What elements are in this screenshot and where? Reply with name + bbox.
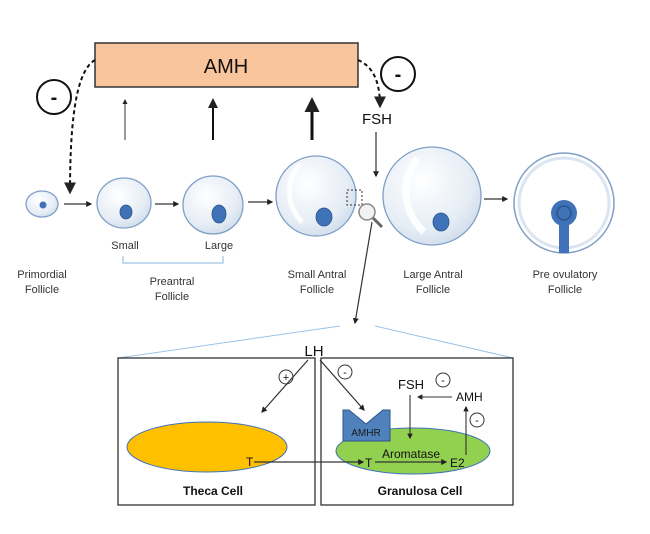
inhibit-right-sign: - xyxy=(395,64,402,86)
aromatase-label: Aromatase xyxy=(382,447,440,461)
pre-ovulatory-follicle xyxy=(513,152,615,254)
amh-to-fsh-dashed-arrow xyxy=(357,59,386,109)
stage-label-preantral: Preantral Follicle xyxy=(150,276,195,303)
svg-text:Small Antral: Small Antral xyxy=(288,269,347,281)
svg-text:Follicle: Follicle xyxy=(548,284,582,296)
theca-t-label: T xyxy=(246,455,254,469)
inset-panel: LH + - T Theca Cell AMHR FSH AMH - - T xyxy=(117,325,514,506)
inhibit-left-sign: - xyxy=(51,87,58,109)
lh-minus-sign: - xyxy=(343,367,347,379)
amhr-receptor xyxy=(342,409,391,442)
e2-label: E2 xyxy=(450,456,465,470)
fsh-top-label: FSH xyxy=(362,111,392,128)
large-label: Large xyxy=(205,240,233,252)
small-label: Small xyxy=(111,240,139,252)
amh-box-label: AMH xyxy=(204,56,248,78)
amhr-label: AMHR xyxy=(351,428,380,439)
lh-to-amhr-arrow xyxy=(319,359,365,411)
svg-text:Follicle: Follicle xyxy=(155,291,189,303)
stage-label-small-antral: Small Antral Follicle xyxy=(288,269,347,296)
granulosa-fsh-label: FSH xyxy=(398,377,424,392)
preantral-bracket xyxy=(122,256,224,264)
amh-box: AMH xyxy=(94,42,359,88)
granulosa-amh-label: AMH xyxy=(456,390,483,404)
granulosa-t-label: T xyxy=(365,456,373,470)
fsh-minus-sign: - xyxy=(441,375,445,387)
theca-cell-title: Theca Cell xyxy=(183,484,243,498)
amh-to-primordial-dashed-arrow xyxy=(64,59,96,195)
primordial-follicle xyxy=(25,190,59,218)
svg-text:Follicle: Follicle xyxy=(300,284,334,296)
svg-text:Large Antral: Large Antral xyxy=(403,269,462,281)
svg-text:Primordial: Primordial xyxy=(17,269,67,281)
stage-label-primordial: Primordial Follicle xyxy=(17,269,67,296)
svg-text:Follicle: Follicle xyxy=(416,284,450,296)
svg-text:Pre ovulatory: Pre ovulatory xyxy=(533,269,598,281)
zoom-arrow xyxy=(352,221,373,325)
svg-text:Follicle: Follicle xyxy=(25,284,59,296)
lh-plus-sign: + xyxy=(283,372,289,384)
large-antral-follicle xyxy=(382,146,482,246)
preantral-large-follicle xyxy=(182,175,244,235)
magnifier-icon xyxy=(346,189,384,229)
theca-cell xyxy=(126,421,288,473)
inhibit-right-badge: - xyxy=(380,56,416,92)
stage-label-large-antral: Large Antral Follicle xyxy=(403,269,462,296)
preantral-small-follicle xyxy=(96,177,152,229)
small-antral-follicle xyxy=(275,155,357,237)
amh-minus-sign: - xyxy=(475,415,479,427)
granulosa-cell-title: Granulosa Cell xyxy=(378,484,463,498)
stage-label-pre-ovulatory: Pre ovulatory Follicle xyxy=(533,269,598,296)
lh-to-theca-arrow xyxy=(261,359,309,413)
lh-label: LH xyxy=(304,343,323,360)
inhibit-left-badge: - xyxy=(36,79,72,115)
svg-text:Preantral: Preantral xyxy=(150,276,195,288)
